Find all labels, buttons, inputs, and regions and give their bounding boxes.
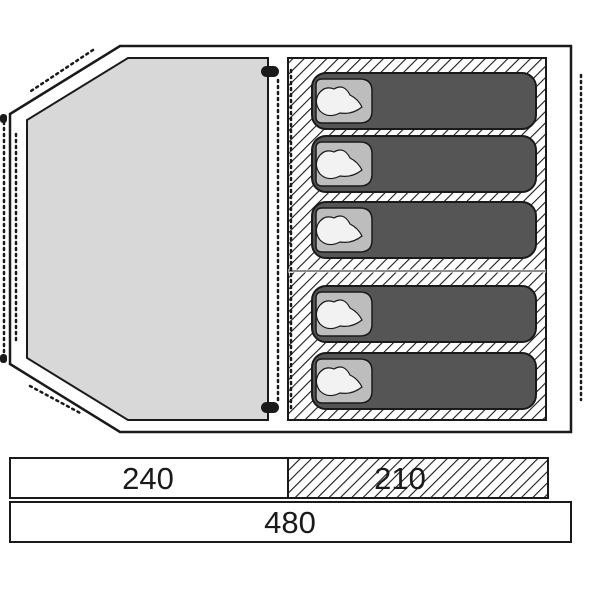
pillow-icon bbox=[315, 86, 363, 117]
sleeping-bag-icon bbox=[311, 352, 537, 410]
sleeping-bag-icon bbox=[311, 135, 537, 193]
sleeping-bag-icon bbox=[311, 72, 537, 130]
living-area bbox=[26, 57, 269, 421]
sleeping-bags bbox=[311, 72, 537, 410]
sleeping-bag-icon bbox=[311, 201, 537, 259]
total-width-label: 480 bbox=[264, 505, 316, 540]
pillow-icon bbox=[315, 149, 363, 180]
pillow-icon bbox=[315, 215, 363, 246]
bedroom-width-label: 210 bbox=[374, 461, 426, 496]
living-width-label: 240 bbox=[122, 461, 174, 496]
total-width-bar bbox=[9, 501, 572, 543]
living-width-bar bbox=[9, 457, 289, 499]
sleeping-bag-icon bbox=[311, 285, 537, 343]
pillow-icon bbox=[315, 299, 363, 330]
zip-pull-icon bbox=[0, 66, 279, 413]
door-zip-dotted-line bbox=[2, 48, 583, 416]
bedroom-width-bar bbox=[287, 457, 549, 499]
pillow-icon bbox=[315, 366, 363, 397]
